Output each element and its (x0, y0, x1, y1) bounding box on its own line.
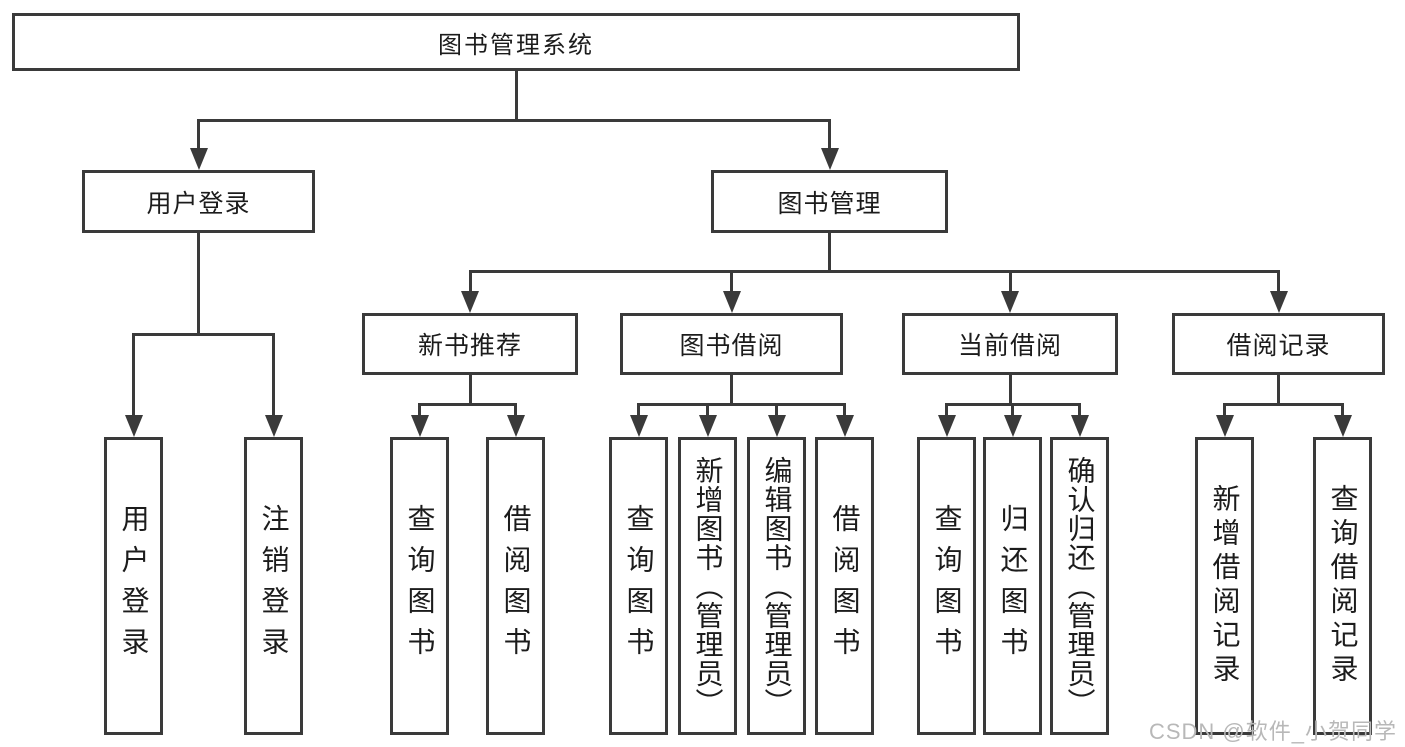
node-current-borrow: 当前借阅 (902, 313, 1118, 375)
leaf-recommend-borrow-book: 借阅图书 (486, 437, 545, 735)
connector-line (828, 233, 831, 273)
connector-line (514, 403, 517, 418)
connector-arrow (461, 291, 479, 313)
leaf-user-login: 用户登录 (104, 437, 163, 735)
leaf-confirm-return-admin-label: 确认归还（管理员） (1064, 455, 1096, 717)
connector-line (637, 403, 640, 418)
node-new-book-recommend: 新书推荐 (362, 313, 578, 375)
leaf-recommend-borrow-book-label: 借阅图书 (500, 504, 532, 668)
connector-line (1277, 375, 1280, 406)
leaf-borrow-query-book: 查询图书 (609, 437, 668, 735)
connector-line (1008, 375, 1012, 406)
connector-line (843, 403, 846, 418)
leaf-current-query-book-label: 查询图书 (931, 504, 963, 668)
leaf-edit-book-admin-label: 编辑图书（管理员） (761, 455, 793, 717)
leaf-add-book-admin: 新增图书（管理员） (678, 437, 737, 735)
connector-line (418, 403, 421, 418)
node-user-login: 用户登录 (82, 170, 315, 233)
connector-arrow (124, 415, 143, 437)
connector-arrow (506, 415, 525, 437)
connector-arrow (264, 415, 283, 437)
connector-arrow (410, 415, 429, 437)
connector-arrow (722, 291, 741, 313)
leaf-borrow-book: 借阅图书 (815, 437, 874, 735)
connector-line (514, 71, 518, 121)
connector-line (197, 119, 200, 152)
connector-arrow (835, 415, 854, 437)
csdn-watermark: CSDN @软件_小贺同学 (1148, 719, 1397, 744)
connector-line (418, 403, 517, 406)
connector-line (132, 333, 135, 417)
connector-line (945, 403, 948, 418)
leaf-logout-label: 注销登录 (258, 504, 290, 668)
node-root: 图书管理系统 (12, 13, 1020, 71)
connector-arrow (629, 415, 648, 437)
leaf-borrow-book-label: 借阅图书 (829, 504, 861, 668)
connector-line (132, 333, 275, 336)
node-new-book-recommend-label: 新书推荐 (417, 332, 522, 360)
leaf-confirm-return-admin: 确认归还（管理员） (1050, 437, 1109, 735)
connector-line (1008, 270, 1012, 294)
connector-line (468, 270, 1280, 273)
connector-arrow (1269, 291, 1288, 313)
connector-arrow (1001, 291, 1019, 313)
connector-arrow (1070, 415, 1089, 437)
connector-arrow (937, 415, 956, 437)
connector-arrow (1215, 415, 1234, 437)
node-user-login-label: 用户登录 (146, 189, 251, 218)
node-book-management: 图书管理 (711, 170, 948, 233)
connector-arrow (189, 148, 208, 170)
node-borrow-records: 借阅记录 (1172, 313, 1385, 375)
connector-line (197, 233, 200, 336)
connector-line (706, 403, 709, 418)
leaf-return-book-label: 归还图书 (997, 504, 1029, 668)
connector-line (1078, 403, 1081, 418)
connector-line (1341, 403, 1344, 418)
node-borrow-records-label: 借阅记录 (1226, 332, 1331, 360)
connector-line (1011, 403, 1014, 418)
leaf-query-borrow-record-label: 查询借阅记录 (1327, 484, 1359, 688)
leaf-recommend-query-book: 查询图书 (390, 437, 449, 735)
connector-arrow (820, 148, 839, 170)
leaf-add-borrow-record-label: 新增借阅记录 (1209, 484, 1241, 688)
node-root-label: 图书管理系统 (438, 31, 594, 59)
leaf-user-login-label: 用户登录 (118, 504, 150, 668)
connector-line (468, 270, 472, 294)
connector-line (730, 270, 733, 294)
connector-line (637, 403, 846, 406)
leaf-current-query-book: 查询图书 (917, 437, 976, 735)
leaf-recommend-query-book-label: 查询图书 (404, 504, 436, 668)
leaf-add-borrow-record: 新增借阅记录 (1195, 437, 1254, 735)
leaf-borrow-query-book-label: 查询图书 (623, 504, 655, 668)
connector-line (775, 403, 778, 418)
node-current-borrow-label: 当前借阅 (957, 332, 1062, 360)
leaf-query-borrow-record: 查询借阅记录 (1313, 437, 1372, 735)
leaf-edit-book-admin: 编辑图书（管理员） (747, 437, 806, 735)
connector-line (828, 119, 831, 152)
connector-line (1223, 403, 1344, 406)
node-book-management-label: 图书管理 (777, 189, 882, 218)
leaf-add-book-admin-label: 新增图书（管理员） (692, 455, 724, 717)
node-book-borrow: 图书借阅 (620, 313, 843, 375)
connector-line (730, 375, 733, 406)
connector-arrow (1333, 415, 1352, 437)
connector-line (468, 375, 472, 406)
leaf-logout: 注销登录 (244, 437, 303, 735)
connector-arrow (1003, 415, 1022, 437)
connector-arrow (767, 415, 786, 437)
connector-line (1223, 403, 1226, 418)
leaf-return-book: 归还图书 (983, 437, 1042, 735)
connector-line (1277, 270, 1280, 294)
connector-arrow (698, 415, 717, 437)
node-book-borrow-label: 图书借阅 (679, 332, 784, 360)
connector-line (272, 333, 275, 417)
connector-line (197, 119, 831, 122)
